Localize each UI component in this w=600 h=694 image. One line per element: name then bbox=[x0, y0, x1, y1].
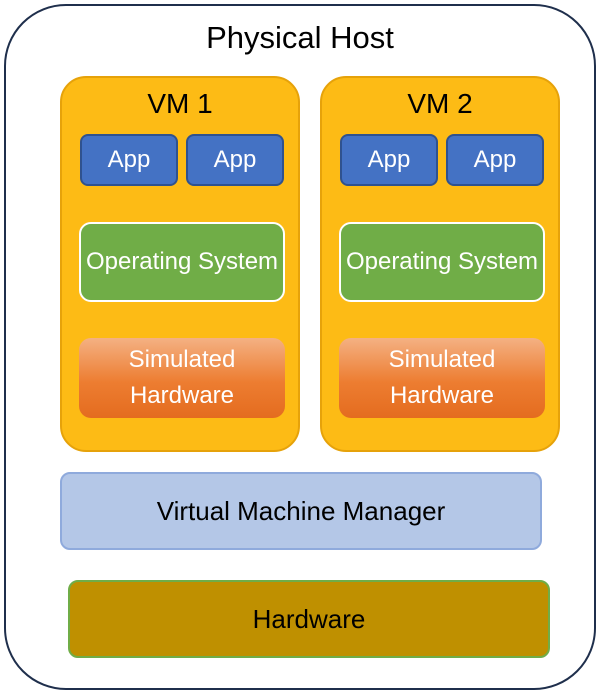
hardware-label: Hardware bbox=[252, 603, 366, 634]
vm-2-app-2: App bbox=[446, 134, 544, 186]
vm-1-box: VM 1 App App Operating System Simulated … bbox=[60, 76, 300, 452]
vm-1-simulated-hardware: Simulated Hardware bbox=[79, 338, 285, 418]
vm-1-app-1: App bbox=[80, 134, 178, 186]
vm-1-app-2: App bbox=[186, 134, 284, 186]
vm-2-simulated-hardware-label: Simulated Hardware bbox=[388, 346, 496, 409]
vm-2-box: VM 2 App App Operating System Simulated … bbox=[320, 76, 560, 452]
vm-2-simulated-hardware: Simulated Hardware bbox=[339, 338, 545, 418]
virtual-machine-manager-label: Virtual Machine Manager bbox=[156, 495, 446, 526]
vm-1-title: VM 1 bbox=[147, 88, 213, 119]
vm-1-operating-system: Operating System bbox=[79, 222, 285, 302]
vm-2-operating-system: Operating System bbox=[339, 222, 545, 302]
vm-1-operating-system-label: Operating System bbox=[85, 248, 279, 275]
vm-1-simulated-hardware-label: Simulated Hardware bbox=[128, 346, 236, 409]
hardware-box: Hardware bbox=[68, 580, 550, 658]
vm-2-operating-system-label: Operating System bbox=[345, 248, 539, 275]
physical-host-title: Physical Host bbox=[206, 20, 394, 55]
vm-2-title: VM 2 bbox=[407, 88, 473, 119]
virtual-machine-manager: Virtual Machine Manager bbox=[60, 472, 542, 550]
vm-2-app-1: App bbox=[340, 134, 438, 186]
